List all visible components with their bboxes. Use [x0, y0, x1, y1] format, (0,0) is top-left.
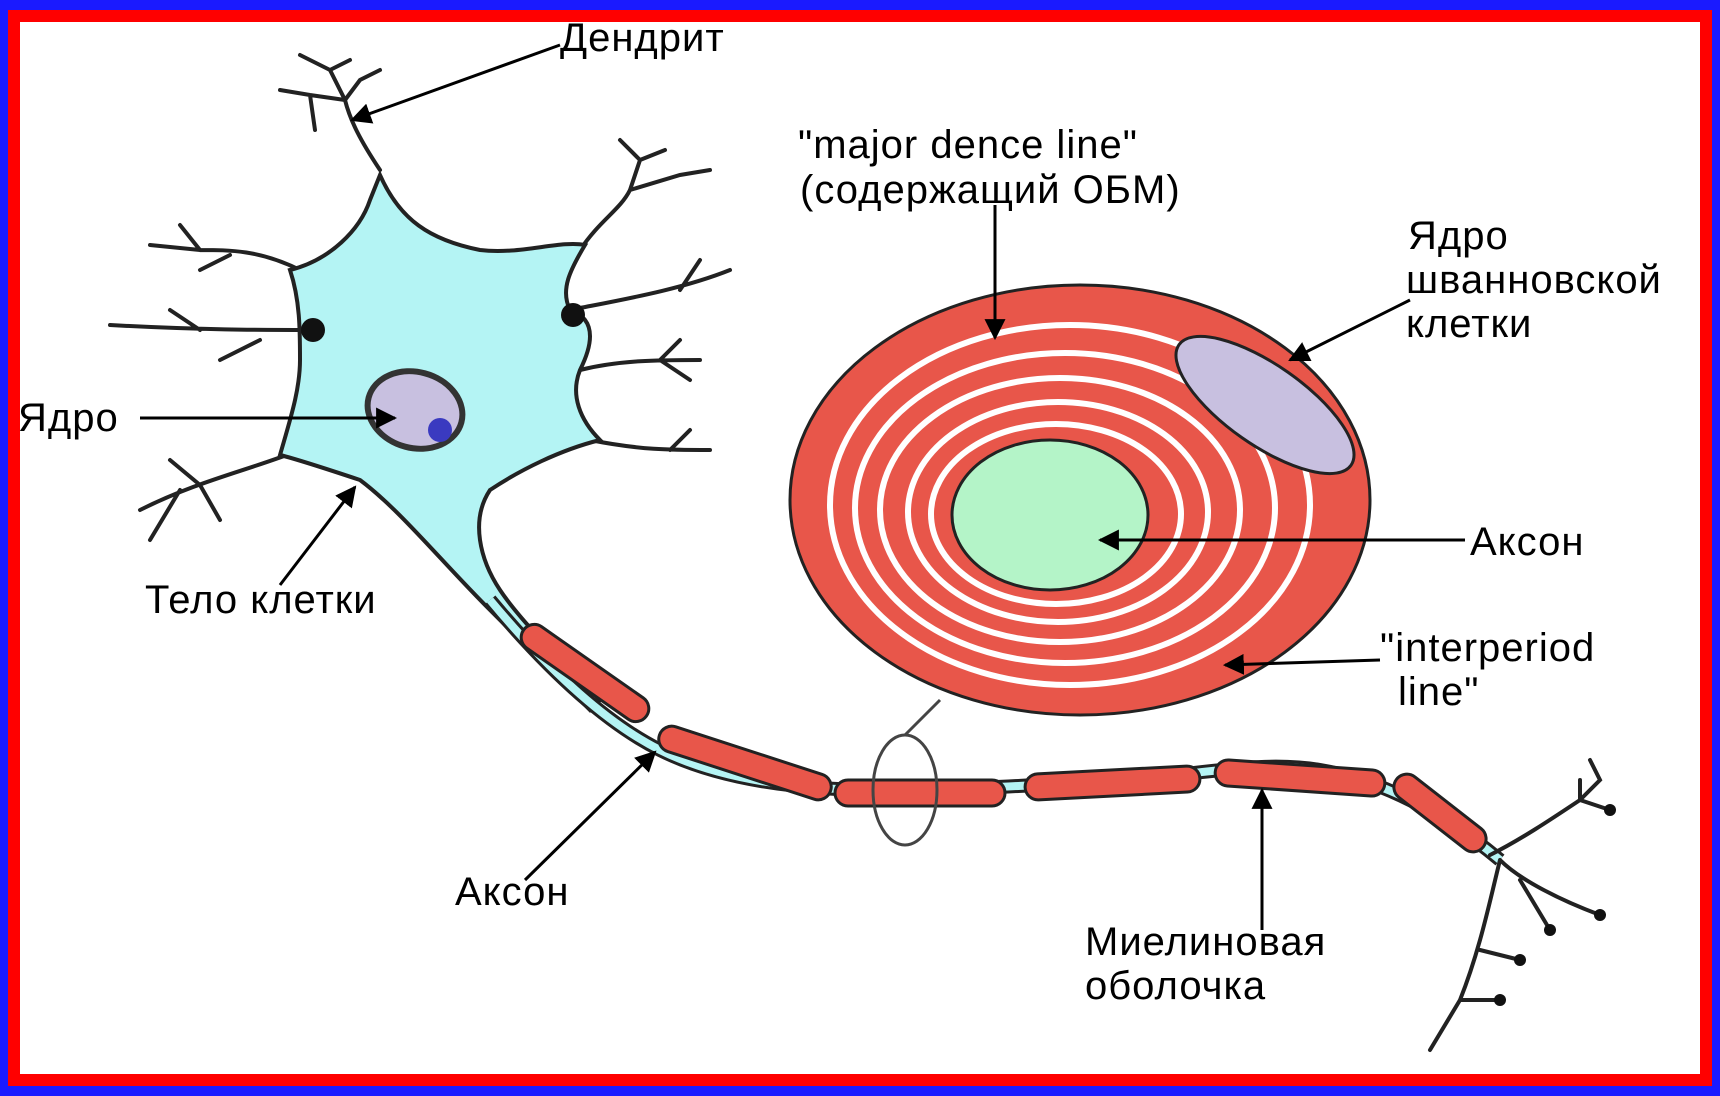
dendrite-base-dot-left — [301, 318, 325, 342]
dendrite-base-dot-right — [561, 303, 585, 327]
myelin-segment — [516, 619, 654, 726]
myelin-segment — [1024, 765, 1200, 800]
label-axon-bottom: Аксон — [455, 870, 569, 914]
label-schwann-nucleus-3: клетки — [1406, 302, 1532, 346]
axon-terminals — [1430, 760, 1610, 1050]
label-cell-body: Тело клетки — [145, 578, 377, 622]
arrow-axon-bottom — [525, 752, 655, 880]
myelin-segment — [1214, 759, 1385, 797]
myelin-segment — [835, 780, 1005, 806]
label-interperiod-line-2: line" — [1398, 670, 1479, 714]
terminal-bouton — [1544, 924, 1556, 936]
label-schwann-nucleus-2: шванновской — [1406, 258, 1662, 302]
terminal-bouton — [1514, 954, 1526, 966]
terminal-bouton — [1604, 804, 1616, 816]
arrow-cell-body — [280, 487, 355, 585]
label-major-dense-line-1: "major dence line" — [798, 123, 1138, 167]
arrow-schwann-nucleus — [1290, 300, 1410, 360]
label-schwann-nucleus-1: Ядро — [1408, 214, 1509, 258]
label-myelin-sheath-1: Миелиновая — [1085, 920, 1326, 964]
label-myelin-sheath-2: оболочка — [1085, 964, 1266, 1008]
label-axon-right: Аксон — [1470, 520, 1584, 564]
label-major-dense-line-2: (содержащий ОБМ) — [800, 168, 1181, 212]
myelin-cross-section — [790, 285, 1374, 715]
terminal-bouton — [1594, 909, 1606, 921]
label-nucleus: Ядро — [18, 396, 119, 440]
arrow-dendrite — [352, 45, 560, 120]
nucleolus — [428, 418, 452, 442]
axon-cross-section — [952, 440, 1148, 590]
section-connector-line — [905, 700, 940, 735]
terminal-boutons — [1494, 804, 1616, 1006]
label-interperiod-line-1: "interperiod — [1380, 626, 1595, 670]
myelin-segment — [1389, 769, 1492, 857]
label-dendrite: Дендрит — [560, 16, 725, 60]
terminal-bouton — [1494, 994, 1506, 1006]
